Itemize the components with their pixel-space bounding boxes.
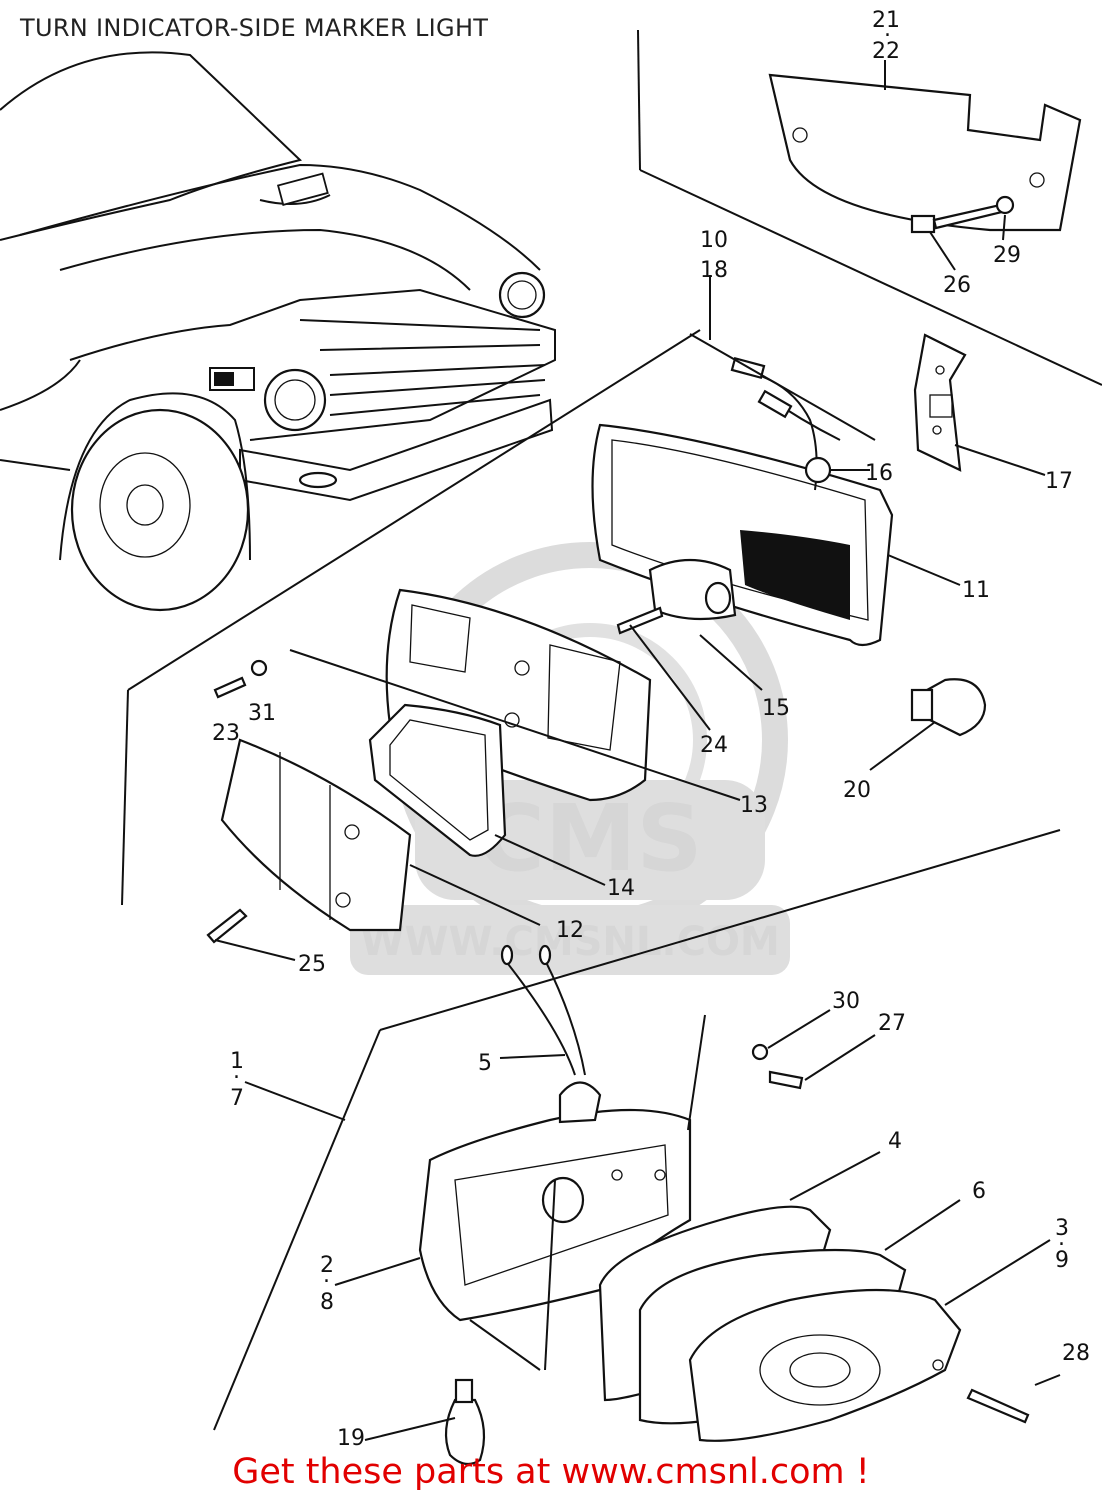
callout-28: 28	[1062, 1341, 1090, 1366]
callout-11: 11	[962, 578, 990, 603]
promo-link[interactable]: Get these parts at www.cmsnl.com !	[232, 1452, 870, 1492]
callout-numbers: 21 . 22 26 29 10 18 16 17 11 15 24 20 13…	[212, 8, 1090, 1451]
frame-lines	[121, 29, 1102, 1431]
callout-21: 21	[872, 8, 900, 33]
callout-7: 7	[230, 1086, 244, 1111]
callout-dot-2: .	[323, 1263, 330, 1288]
callout-22: 22	[872, 39, 900, 64]
callout-29: 29	[993, 243, 1021, 268]
callout-31: 31	[248, 701, 276, 726]
callout-30: 30	[832, 989, 860, 1014]
diagram-title: TURN INDICATOR-SIDE MARKER LIGHT	[20, 14, 489, 42]
callout-5: 5	[478, 1051, 492, 1076]
washer-30	[751, 1043, 769, 1061]
car-front-illustration	[0, 51, 556, 612]
washer-31	[250, 659, 268, 677]
callout-16: 16	[865, 461, 893, 486]
callout-26: 26	[943, 273, 971, 298]
side-marker-bracket	[768, 70, 1082, 232]
callout-14: 14	[607, 876, 635, 901]
side-marker-housing	[591, 333, 894, 647]
callout-9: 9	[1055, 1248, 1069, 1273]
callout-18: 18	[700, 258, 728, 283]
watermark-brand: CMS	[477, 785, 702, 892]
bulb-20	[910, 678, 987, 737]
callout-15: 15	[762, 696, 790, 721]
washer-29	[995, 195, 1015, 215]
screw-24	[616, 606, 664, 635]
callout-dot-1: .	[233, 1059, 240, 1084]
bulb-19	[444, 1378, 486, 1466]
callout-4: 4	[888, 1129, 902, 1154]
callout-13: 13	[740, 793, 768, 818]
callout-24: 24	[700, 733, 728, 758]
callout-19: 19	[337, 1426, 365, 1451]
callout-27: 27	[878, 1011, 906, 1036]
callout-17: 17	[1045, 469, 1073, 494]
callout-3: 3	[1055, 1216, 1069, 1241]
callout-8: 8	[320, 1290, 334, 1315]
callout-23: 23	[212, 721, 240, 746]
callout-dot: .	[884, 17, 891, 42]
leader-lines	[214, 60, 1061, 1441]
callout-10: 10	[700, 228, 728, 253]
marker-lens	[220, 738, 412, 932]
screw-23	[213, 676, 247, 699]
marker-gasket	[368, 703, 507, 857]
screw-28	[966, 1388, 1030, 1424]
callout-6: 6	[972, 1179, 986, 1204]
callout-dot-3: .	[1058, 1226, 1065, 1251]
callout-25: 25	[298, 952, 326, 977]
callout-2: 2	[320, 1253, 334, 1278]
turn-indicator-lens	[688, 1288, 962, 1442]
screw-25	[206, 908, 248, 944]
callout-20: 20	[843, 778, 871, 803]
callout-1: 1	[230, 1049, 244, 1074]
watermark-url: WWW.CMSNL.COM	[360, 919, 780, 965]
mounting-plate	[913, 333, 967, 472]
callout-12: 12	[556, 918, 584, 943]
screw-27	[768, 1070, 804, 1090]
